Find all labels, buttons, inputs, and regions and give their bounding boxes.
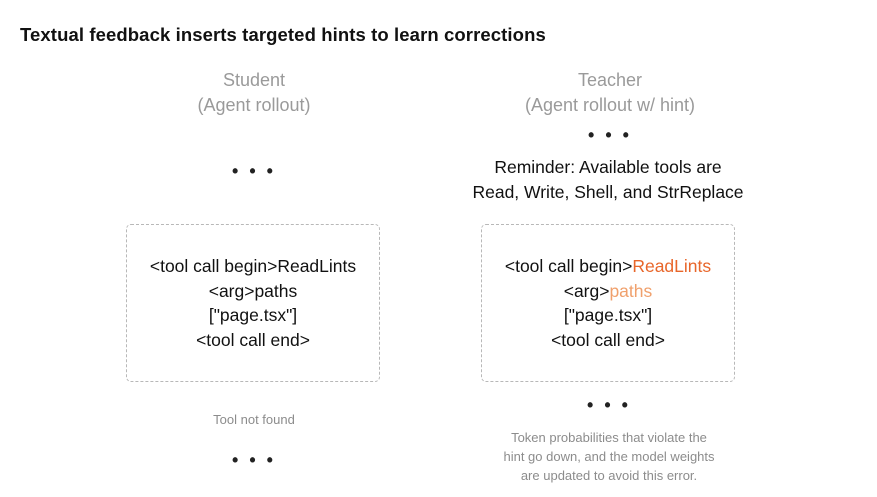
- student-tool-call-begin-token: <tool call begin>: [149, 256, 278, 276]
- teacher-note-line-3: are updated to avoid this error.: [520, 468, 698, 483]
- student-heading: Student (Agent rollout): [94, 68, 414, 118]
- teacher-explanation-note: Token probabilities that violate the hin…: [474, 428, 744, 485]
- student-title: Student: [222, 70, 286, 90]
- student-arg-name: paths: [254, 280, 298, 301]
- teacher-ellipsis-bottom: • • •: [587, 395, 631, 415]
- student-subtitle: (Agent rollout): [197, 95, 311, 115]
- teacher-tool-name-highlighted: ReadLints: [632, 256, 712, 276]
- teacher-subtitle: (Agent rollout w/ hint): [524, 95, 696, 115]
- student-code-line-2: <arg>paths: [150, 279, 356, 304]
- teacher-tool-call-code: <tool call begin>ReadLints <arg>paths ["…: [505, 254, 711, 352]
- teacher-code-line-2: <arg>paths: [505, 279, 711, 304]
- student-tool-result: Tool not found: [154, 410, 354, 429]
- teacher-ellipsis-top: • • •: [588, 125, 632, 145]
- student-code-line-1: <tool call begin>ReadLints: [150, 254, 356, 279]
- teacher-title: Teacher: [577, 70, 643, 90]
- teacher-tool-call-box: <tool call begin>ReadLints <arg>paths ["…: [481, 224, 735, 382]
- student-ellipsis-top: • • •: [232, 161, 276, 181]
- teacher-code-line-1: <tool call begin>ReadLints: [505, 254, 711, 279]
- teacher-hint-line-2: Read, Write, Shell, and StrReplace: [472, 182, 744, 202]
- teacher-hint: Reminder: Available tools are Read, Writ…: [448, 155, 768, 205]
- student-arg-token: <arg>: [208, 280, 255, 301]
- teacher-hint-line-1: Reminder: Available tools are: [494, 157, 722, 177]
- student-tool-result-text: Tool not found: [213, 412, 295, 427]
- student-tool-name: ReadLints: [277, 256, 357, 276]
- student-tool-call-code: <tool call begin>ReadLints <arg>paths ["…: [150, 254, 356, 352]
- student-ellipsis-bottom: • • •: [232, 450, 276, 470]
- student-code-line-4: <tool call end>: [196, 329, 310, 350]
- student-tool-call-box: <tool call begin>ReadLints <arg>paths ["…: [126, 224, 380, 382]
- teacher-code-line-3: ["page.tsx"]: [563, 305, 653, 325]
- teacher-heading: Teacher (Agent rollout w/ hint): [450, 68, 770, 118]
- teacher-note-line-2: hint go down, and the model weights: [503, 449, 715, 464]
- teacher-note-line-1: Token probabilities that violate the: [511, 430, 707, 445]
- figure-title: Textual feedback inserts targeted hints …: [20, 24, 546, 45]
- teacher-arg-name-highlighted: paths: [609, 280, 653, 301]
- teacher-code-line-4: <tool call end>: [551, 329, 665, 350]
- teacher-arg-token: <arg>: [563, 280, 610, 301]
- teacher-tool-call-begin-token: <tool call begin>: [504, 256, 633, 276]
- student-code-line-3: ["page.tsx"]: [208, 305, 298, 325]
